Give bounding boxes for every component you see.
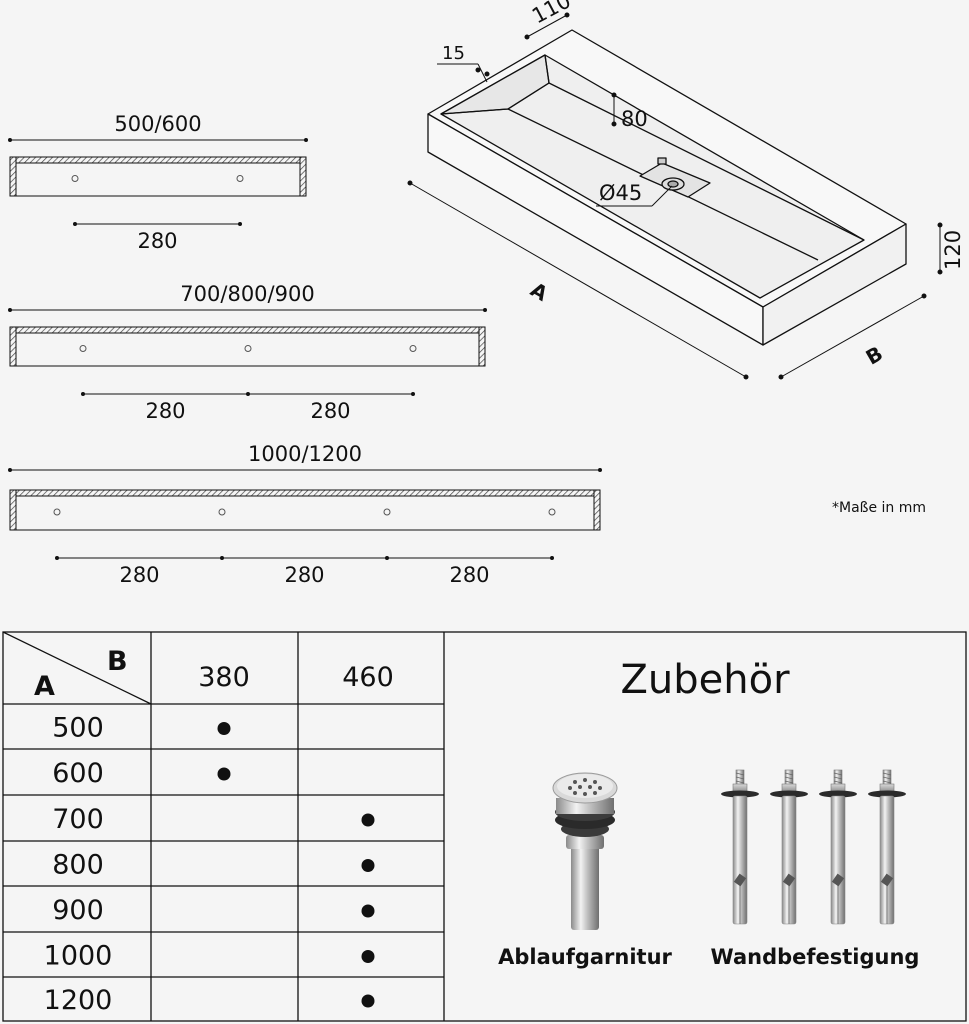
- hole-spacing-label: 280: [145, 399, 185, 423]
- table-corner-b: B: [107, 646, 128, 677]
- drain-fitting-image: [552, 772, 618, 930]
- section-total-width: 700/800/900: [180, 282, 314, 306]
- wall-mount-label: Wandbefestigung: [711, 945, 920, 969]
- iso-dimensions: [407, 12, 943, 380]
- mounting-hole: [218, 508, 226, 516]
- length-label-a: A: [526, 277, 552, 306]
- anchor-bolt: [770, 769, 808, 925]
- anchor-bolt: [868, 769, 906, 925]
- section-views: 500/600 280 700/800/900 280 280 1000/1200 280 2…: [8, 112, 602, 587]
- width-label-b: B: [862, 341, 887, 369]
- availability-dot: [361, 859, 375, 872]
- height-label: 120: [941, 230, 965, 270]
- units-note: *Maße in mm: [832, 500, 926, 516]
- section-view-1: 500/600 280: [8, 112, 308, 253]
- availability-dot: [361, 904, 375, 918]
- section-view-2: 700/800/900 280 280: [8, 282, 487, 423]
- table-body: 380 460 500 600 700 800 900 1000 1200: [44, 662, 394, 1016]
- anchor-bolt: [819, 769, 857, 925]
- table-row-label: 700: [52, 804, 104, 835]
- availability-dot: [361, 950, 375, 963]
- availability-dot: [361, 813, 375, 827]
- table-row-label: 500: [52, 713, 104, 744]
- hole-spacing-label: 280: [284, 563, 324, 587]
- mounting-hole: [53, 508, 61, 516]
- section-total-width: 500/600: [114, 112, 201, 136]
- wall-mount-bolts-image: [721, 769, 906, 925]
- drain-fitting-label: Ablaufgarnitur: [498, 945, 672, 969]
- mounting-hole: [244, 345, 252, 352]
- mounting-hole: [236, 175, 244, 182]
- table-row-label: 900: [52, 895, 104, 926]
- section-total-width: 1000/1200: [248, 442, 362, 466]
- mounting-hole: [409, 345, 417, 352]
- table-column-header: 380: [198, 662, 250, 693]
- hole-spacing-label: 280: [449, 563, 489, 587]
- wall-thickness-label: 15: [442, 43, 465, 64]
- table-row-label: 600: [52, 758, 104, 789]
- accessories-title: Zubehör: [620, 657, 790, 703]
- table-row-label: 1000: [44, 941, 113, 972]
- mounting-hole: [548, 508, 556, 516]
- anchor-bolt: [721, 769, 759, 925]
- hole-spacing-label: 280: [137, 229, 177, 253]
- availability-dot: [217, 767, 231, 781]
- availability-dot: [217, 722, 231, 735]
- drain-diameter-label: Ø45: [599, 181, 642, 205]
- mounting-hole: [383, 508, 391, 516]
- hole-spacing-label: 280: [310, 399, 350, 423]
- mounting-hole: [71, 175, 79, 182]
- table-row-label: 800: [52, 850, 104, 881]
- section-view-3: 1000/1200 280 280 280: [8, 442, 602, 587]
- table-column-header: 460: [342, 662, 394, 693]
- inner-depth-label: 80: [621, 107, 648, 131]
- table-row-label: 1200: [44, 985, 113, 1016]
- hole-spacing-label: 280: [119, 563, 159, 587]
- availability-dot: [361, 994, 375, 1008]
- basin-isometric: [427, 29, 907, 346]
- mounting-hole: [79, 345, 87, 352]
- table-corner-a: A: [34, 671, 55, 702]
- size-table: [2, 631, 967, 1022]
